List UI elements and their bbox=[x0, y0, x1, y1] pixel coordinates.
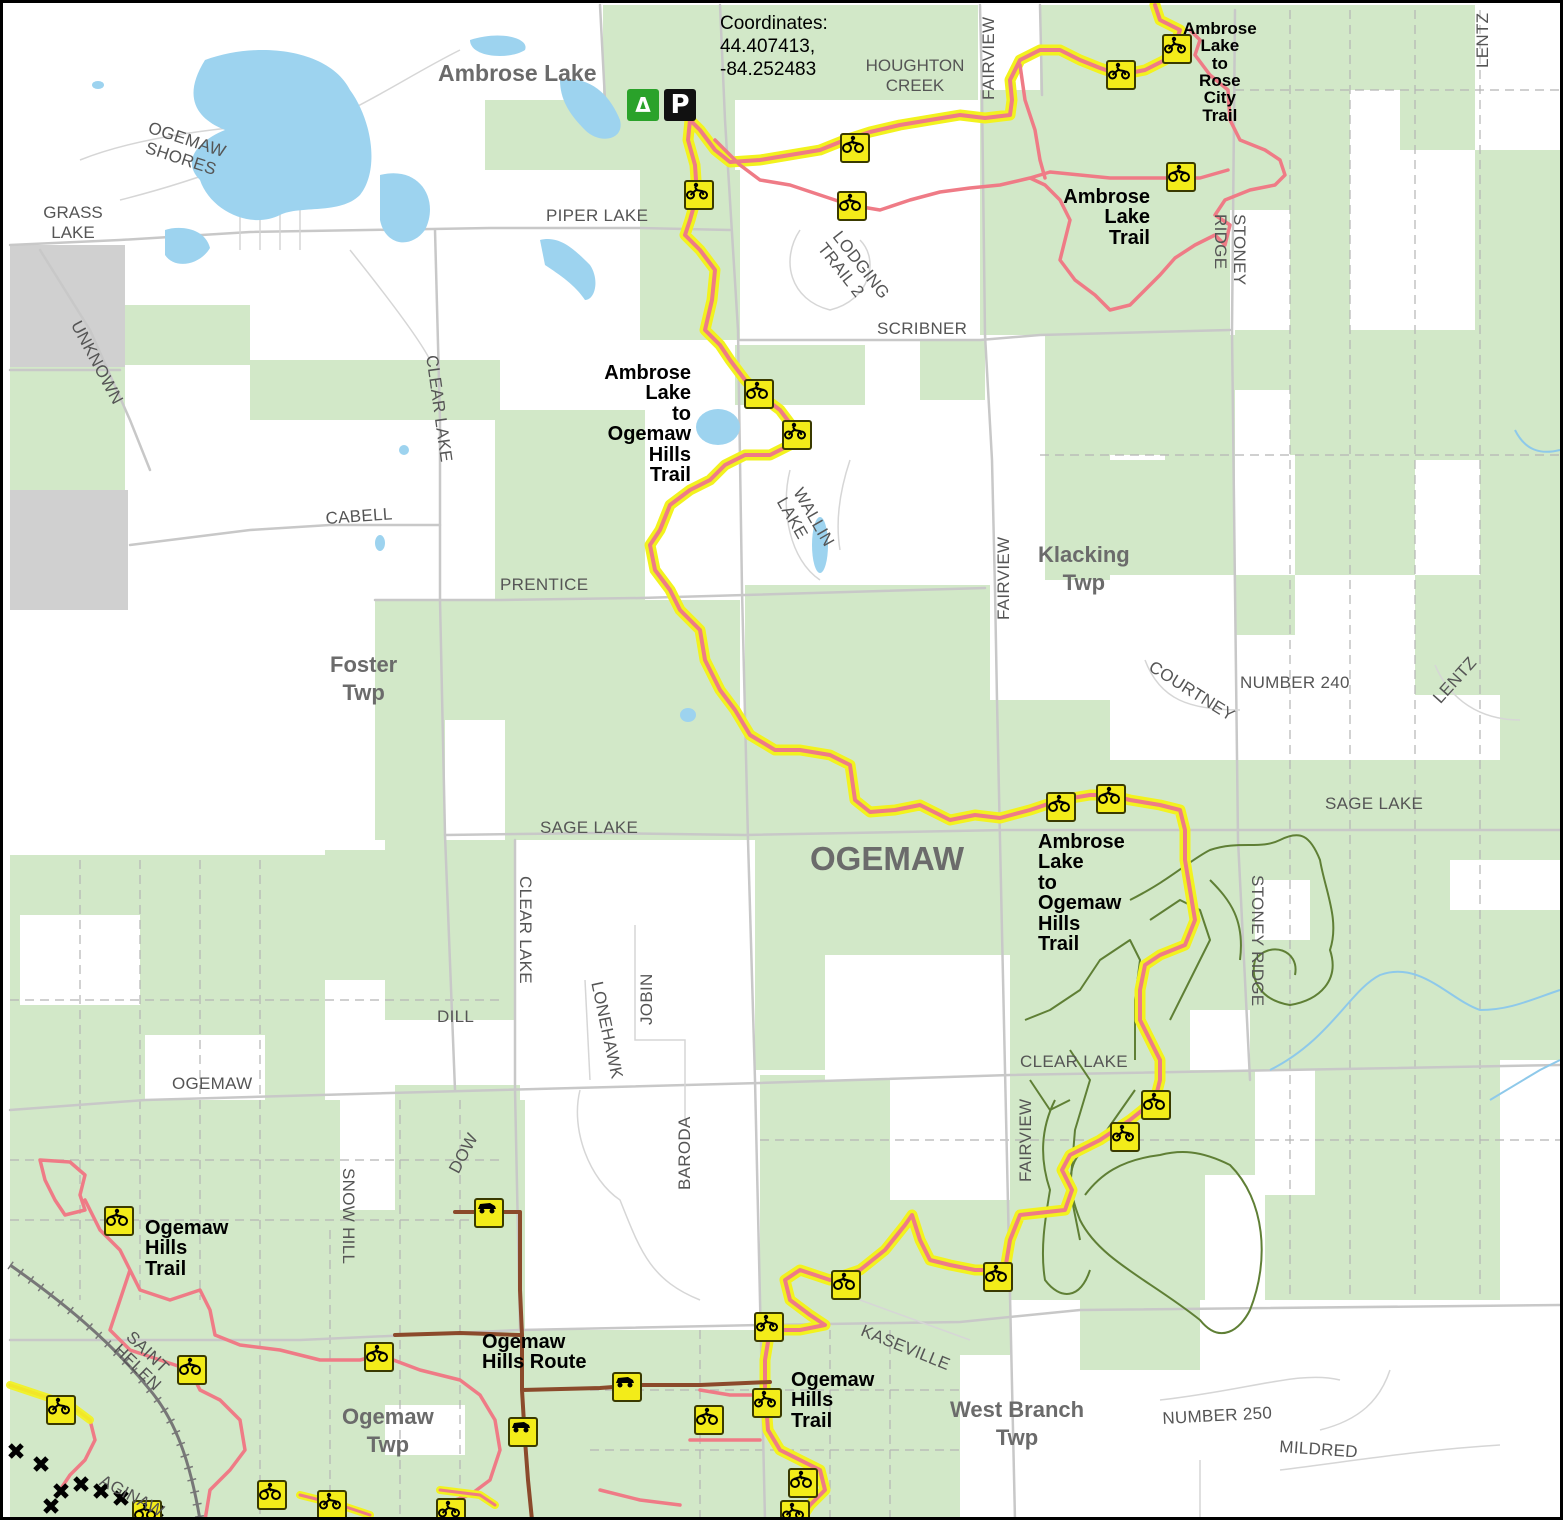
motorcycle-trail-icon[interactable] bbox=[46, 1395, 76, 1425]
campground-icon[interactable]: Δ bbox=[627, 89, 659, 121]
atv-trail-icon[interactable] bbox=[364, 1342, 394, 1372]
road-label-clear-lake-south: CLEAR LAKE bbox=[516, 876, 535, 984]
road-label-number-240: NUMBER 240 bbox=[1240, 673, 1350, 692]
water-label-ambrose-lake: Ambrose Lake bbox=[438, 60, 597, 86]
atv-trail-icon[interactable] bbox=[177, 1355, 207, 1385]
motorcycle-trail-icon[interactable] bbox=[1106, 60, 1136, 90]
coordinates-label: Coordinates: 44.407413, -84.252483 bbox=[720, 13, 828, 81]
atv-trail-icon[interactable] bbox=[840, 133, 870, 163]
atv-trail-icon[interactable] bbox=[104, 1206, 134, 1236]
road-label-fairview-top: FAIRVIEW bbox=[979, 16, 998, 100]
coordinates-lon: -84.252483 bbox=[720, 58, 817, 80]
parking-icon[interactable]: P bbox=[664, 89, 696, 121]
pathway-network bbox=[1024, 834, 1335, 1334]
motorcycle-trail-icon[interactable] bbox=[436, 1498, 466, 1520]
atv-trail-icon[interactable] bbox=[983, 1262, 1013, 1292]
road-label-jobin: JOBIN bbox=[637, 973, 656, 1025]
vehicle-route-icon[interactable] bbox=[508, 1417, 538, 1447]
road-label-ogemaw: OGEMAW bbox=[172, 1074, 253, 1093]
motorcycle-trail-icon[interactable] bbox=[782, 420, 812, 450]
road-label-fairview-south: FAIRVIEW bbox=[1016, 1098, 1035, 1182]
atv-trail-icon[interactable] bbox=[257, 1480, 287, 1510]
atv-trail-icon[interactable] bbox=[837, 191, 867, 221]
atv-trail-icon[interactable] bbox=[694, 1405, 724, 1435]
atv-trail-icon[interactable] bbox=[831, 1270, 861, 1300]
road-label-fairview-mid: FAIRVIEW bbox=[994, 536, 1013, 620]
road-label-scribner: SCRIBNER bbox=[877, 319, 968, 338]
road-label-lentz-top: LENTZ bbox=[1473, 12, 1492, 68]
atv-trail-icon[interactable] bbox=[1096, 784, 1126, 814]
atv-trail-icon[interactable] bbox=[1166, 162, 1196, 192]
railroad bbox=[7, 1261, 205, 1520]
motorcycle-trail-icon[interactable] bbox=[754, 1312, 784, 1342]
coordinates-lat: 44.407413, bbox=[720, 35, 816, 57]
water-bodies bbox=[92, 35, 828, 722]
motorcycle-trail-icon[interactable] bbox=[317, 1490, 347, 1520]
motorcycle-trail-icon[interactable] bbox=[684, 180, 714, 210]
road-label-stoney-ridge-top: STONEY RIDGE bbox=[1211, 214, 1249, 286]
motorcycle-trail-icon[interactable] bbox=[780, 1500, 810, 1520]
road-label-sage-lake-west: SAGE LAKE bbox=[540, 818, 639, 837]
road-label-piper-lake: PIPER LAKE bbox=[546, 206, 649, 225]
atv-trail-icon[interactable] bbox=[788, 1468, 818, 1498]
motorcycle-trail-icon[interactable] bbox=[752, 1388, 782, 1418]
road-label-clear-lake-east: CLEAR LAKE bbox=[1020, 1052, 1128, 1071]
road-label-grass-lake: GRASS LAKE bbox=[43, 203, 103, 242]
atv-trail-icon[interactable] bbox=[1141, 1090, 1171, 1120]
road-label-stoney-ridge-mid: STONEY RIDGE bbox=[1248, 875, 1267, 1007]
vehicle-route-icon[interactable] bbox=[612, 1372, 642, 1402]
road-label-dill: DILL bbox=[437, 1007, 475, 1026]
road-label-houghton-creek: HOUGHTON CREEK bbox=[865, 56, 965, 95]
road-label-snow-hill: SNOW HILL bbox=[339, 1168, 358, 1265]
road-label-cabell: CABELL bbox=[324, 504, 394, 528]
motorcycle-trail-icon[interactable] bbox=[1110, 1122, 1140, 1152]
road-label-baroda: BARODA bbox=[675, 1116, 694, 1190]
road-label-prentice: PRENTICE bbox=[500, 575, 589, 594]
motorcycle-trail-icon[interactable] bbox=[1162, 34, 1192, 64]
vehicle-route-icon[interactable] bbox=[474, 1198, 504, 1228]
county-label: OGEMAW bbox=[810, 840, 964, 877]
atv-trail-icon[interactable] bbox=[1046, 792, 1076, 822]
coordinates-title: Coordinates: bbox=[720, 13, 828, 34]
road-label-sage-lake-east: SAGE LAKE bbox=[1325, 794, 1424, 813]
atv-trail-icon[interactable] bbox=[744, 379, 774, 409]
